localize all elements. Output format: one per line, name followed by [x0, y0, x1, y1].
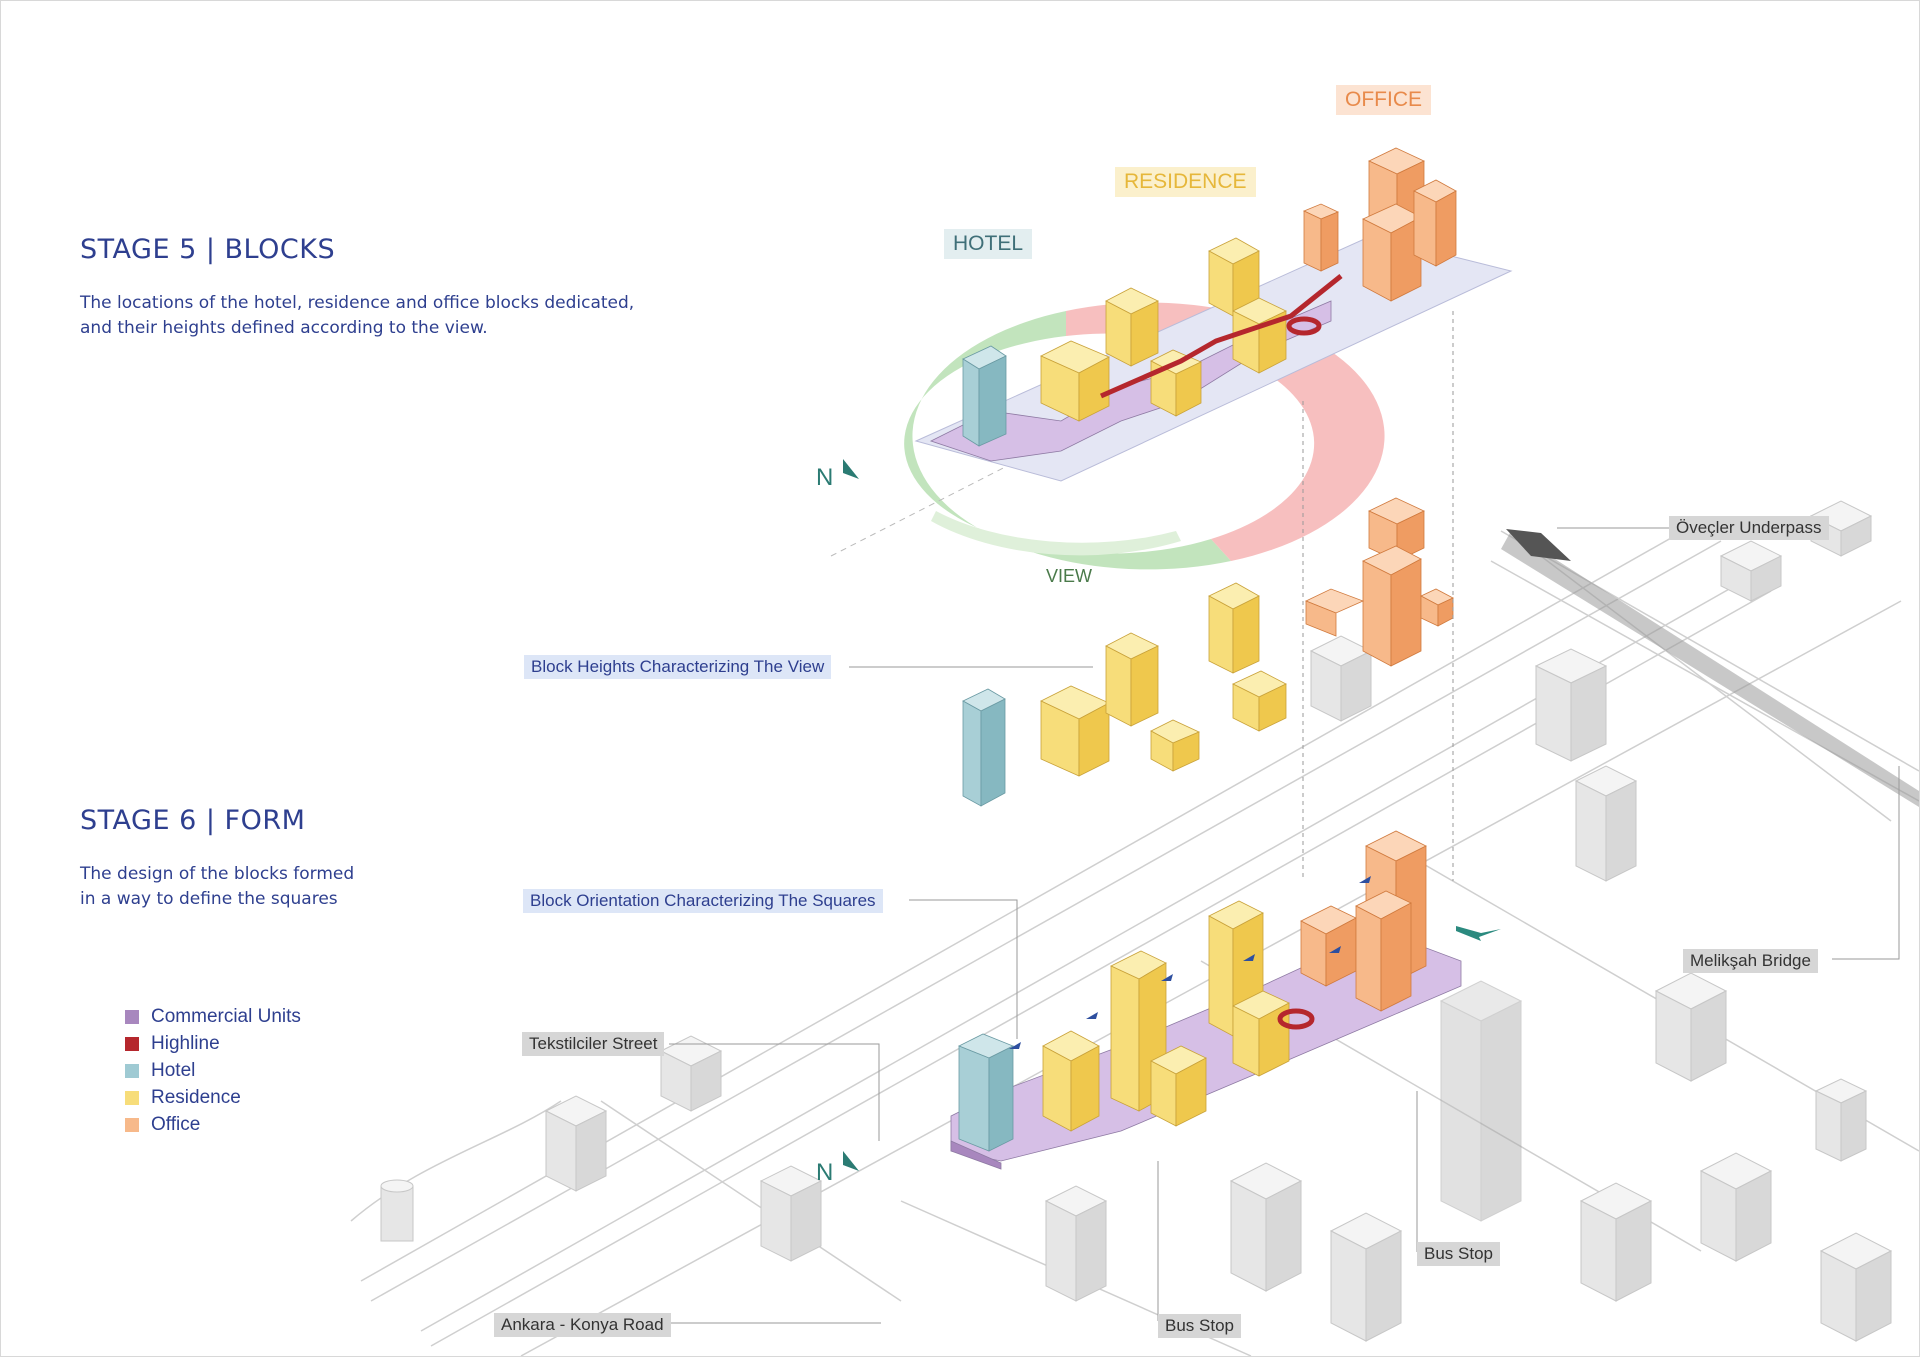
gray-building: [1229, 1162, 1303, 1292]
stage5-description-line: The locations of the hotel, residence an…: [80, 293, 635, 313]
legend-item-commercial-units: Commercial Units: [125, 1003, 301, 1030]
square-marker: [1277, 1008, 1315, 1030]
gray-building: [1814, 1078, 1868, 1162]
legend-swatch: [125, 1117, 139, 1132]
legend-swatch: [125, 1009, 139, 1024]
gray-building: [1329, 1212, 1403, 1342]
residence-towers: [1042, 900, 1290, 1132]
gray-building: [659, 1035, 723, 1112]
gray-building: [1819, 1232, 1893, 1342]
gray-building: [1534, 648, 1608, 762]
stage6-description-line: in a way to define the squares: [80, 889, 338, 909]
legend-swatch: [125, 1090, 139, 1105]
legend-label: Hotel: [151, 1059, 196, 1081]
residence-blocks-exploded: [1040, 582, 1287, 777]
stage6-description-line: The design of the blocks formed: [80, 864, 355, 884]
stage5-description: The locations of the hotel, residence an…: [80, 291, 634, 341]
callout-tekstilciler-street: Tekstilciler Street: [522, 1032, 665, 1056]
view-label: VIEW: [1046, 566, 1093, 586]
office-towers: [1300, 830, 1427, 1012]
orientation-arrows: [1009, 876, 1371, 1049]
lower-complex: [950, 830, 1462, 1170]
view-arc: [904, 311, 1231, 570]
office-blocks: [1303, 147, 1457, 302]
callout-ankara-konya-road: Ankara - Konya Road: [494, 1313, 671, 1337]
hotel-label: HOTEL: [944, 229, 1033, 259]
hotel-block: [962, 345, 1007, 447]
legend-item-office: Office: [125, 1111, 301, 1138]
gray-building: [1309, 635, 1373, 722]
stage6-description: The design of the blocks formed in a way…: [80, 862, 354, 912]
hotel-tower: [958, 1033, 1014, 1152]
legend-item-highline: Highline: [125, 1030, 301, 1057]
legend-swatch: [125, 1063, 139, 1078]
office-label: OFFICE: [1336, 85, 1431, 115]
leader-lines: [669, 311, 1900, 1324]
underpass: [1506, 529, 1571, 561]
residence-label: RESIDENCE: [1115, 167, 1256, 197]
north-label-top: N: [816, 464, 834, 491]
square-marker-top: [1286, 316, 1322, 336]
view-inner-arc: [931, 511, 1181, 556]
gray-building: [1699, 1152, 1773, 1262]
residence-blocks: [1040, 237, 1287, 422]
north-arrow-top: [843, 459, 859, 479]
legend-label: Residence: [151, 1086, 241, 1108]
legend-label: Commercial Units: [151, 1005, 301, 1027]
transparent-tower: [1439, 980, 1523, 1222]
gray-building: [1574, 765, 1638, 882]
legend: Commercial Units Highline Hotel Residenc…: [125, 1003, 301, 1138]
railway: [1501, 531, 1919, 807]
legend-item-hotel: Hotel: [125, 1057, 301, 1084]
gray-building: [1044, 1185, 1108, 1302]
callout-bus-stop-left: Bus Stop: [1158, 1314, 1241, 1338]
stage6-title: STAGE 6 | FORM: [80, 805, 306, 836]
stage5-title: STAGE 5 | BLOCKS: [80, 234, 336, 265]
gray-building: [1654, 972, 1728, 1082]
callout-bus-stop-right: Bus Stop: [1417, 1242, 1500, 1266]
gray-building: [1719, 540, 1783, 602]
top-blocks: [929, 147, 1457, 462]
office-blocks-exploded: [1305, 497, 1454, 667]
callout-block-heights: Block Heights Characterizing The View: [524, 655, 832, 679]
stage5-description-line: and their heights defined according to t…: [80, 318, 488, 338]
callout-meliksah-bridge: Melikşah Bridge: [1683, 949, 1818, 973]
commercial-podium: [950, 1140, 1002, 1170]
legend-swatch: [125, 1036, 139, 1051]
north-arrow-bottom: [843, 1151, 859, 1171]
cylinder-building: [380, 1179, 414, 1242]
north-label-bottom: N: [816, 1159, 834, 1186]
hotel-block-exploded: [962, 688, 1006, 807]
callout-ovecler-underpass: Öveçler Underpass: [1669, 516, 1829, 540]
gray-building: [544, 1095, 608, 1192]
gray-building: [759, 1165, 823, 1262]
gray-building: [1579, 1182, 1653, 1302]
legend-item-residence: Residence: [125, 1084, 301, 1111]
highline: [1099, 274, 1343, 399]
exploded-blocks: [962, 497, 1454, 807]
callout-block-orientation: Block Orientation Characterizing The Squ…: [523, 889, 883, 913]
teal-arrow: [1456, 926, 1501, 941]
legend-label: Office: [151, 1113, 201, 1135]
legend-label: Highline: [151, 1032, 220, 1054]
